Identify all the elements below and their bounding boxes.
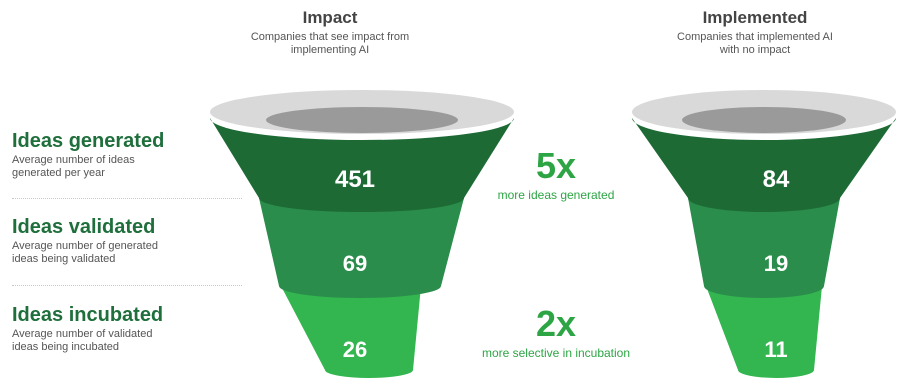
impact-header: Impact Companies that see impact from im… [200, 8, 460, 57]
row-title-validated: Ideas validated [12, 216, 156, 238]
impact-title: Impact [302, 8, 358, 27]
impact-subtitle-line-1: Companies that see impact from [250, 31, 410, 43]
row-desc-generated-2: generated per year [12, 167, 105, 179]
impact-funnel-opening [266, 107, 458, 133]
impact-value-validated: 69 [343, 251, 367, 276]
multiplier-generated-value: 5x [535, 145, 577, 186]
row-divider-1 [12, 198, 242, 199]
implemented-stage-3 [706, 286, 822, 378]
implemented-stage-1 [632, 118, 896, 212]
row-label-incubated: Ideas incubated Average number of valida… [12, 304, 227, 354]
implemented-value-incubated: 11 [764, 337, 787, 362]
row-desc-validated-2: ideas being validated [12, 253, 116, 265]
impact-value-incubated: 26 [343, 337, 367, 362]
row-desc-incubated-2: ideas being incubated [12, 341, 120, 353]
multiplier-generated: 5x more ideas generated [456, 145, 656, 203]
impact-stage-3 [281, 286, 421, 378]
row-divider-2 [12, 285, 242, 286]
implemented-subtitle-line-2: with no impact [719, 44, 791, 56]
impact-funnel [210, 90, 514, 378]
row-title-incubated: Ideas incubated [12, 304, 164, 326]
implemented-value-generated: 84 [763, 166, 790, 193]
multiplier-incubation-text: more selective in incubation [481, 346, 631, 360]
row-desc-incubated-1: Average number of validated [12, 328, 153, 340]
implemented-funnel-opening [682, 107, 846, 133]
row-desc-generated-1: Average number of ideas [12, 154, 135, 166]
implemented-value-validated: 19 [764, 251, 788, 276]
impact-stage-1 [210, 118, 514, 213]
impact-value-generated: 451 [335, 166, 375, 193]
multiplier-generated-text: more ideas generated [497, 188, 615, 202]
multiplier-incubation-value: 2x [535, 303, 577, 344]
impact-subtitle-line-2: implementing AI [290, 44, 370, 56]
impact-stage-2 [259, 198, 464, 298]
row-label-validated: Ideas validated Average number of genera… [12, 216, 227, 266]
row-desc-validated-1: Average number of generated [12, 240, 158, 252]
implemented-stage-2 [688, 198, 840, 298]
implemented-subtitle-line-1: Companies that implemented AI [677, 31, 833, 43]
implemented-funnel [632, 90, 896, 378]
multiplier-incubation: 2x more selective in incubation [456, 303, 656, 361]
implemented-header: Implemented Companies that implemented A… [625, 8, 885, 57]
implemented-title: Implemented [702, 8, 808, 27]
row-label-generated: Ideas generated Average number of ideas … [12, 130, 227, 180]
row-title-generated: Ideas generated [12, 130, 165, 152]
